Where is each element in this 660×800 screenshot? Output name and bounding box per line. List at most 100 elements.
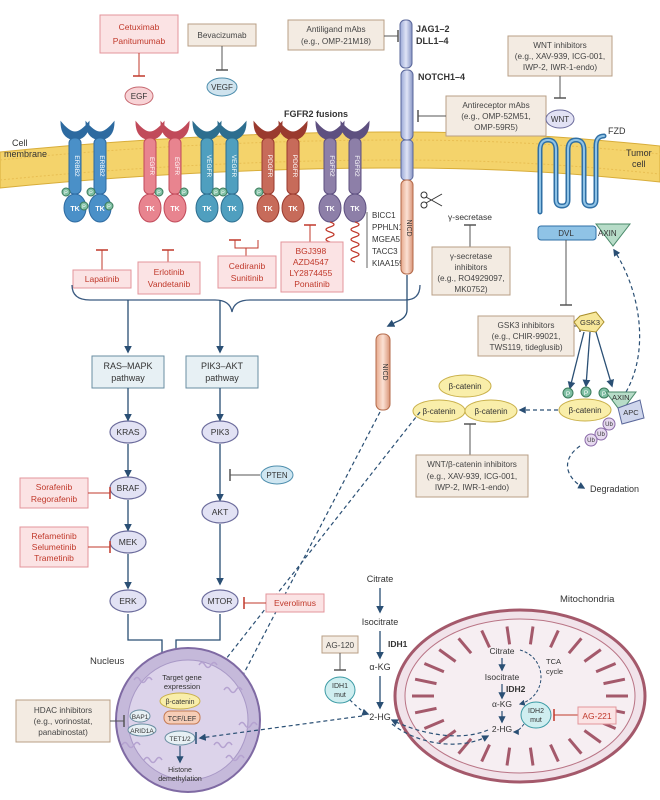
- mitochondria-label: Mitochondria: [560, 594, 615, 605]
- dvl-protein: DVL: [537, 225, 597, 241]
- svg-text:NICD: NICD: [381, 363, 388, 380]
- gsk3-inhibitor-box: GSK3 inhibitors(e.g., CHIR-99021,TWS119,…: [477, 315, 575, 357]
- hdac-inhibitor-box: HDAC inhibitors(e.g., vorinostat,panabin…: [15, 699, 111, 743]
- citrate-mito-label: Citrate: [489, 646, 514, 656]
- svg-text:Lapatinib: Lapatinib: [85, 274, 120, 284]
- scissors-icon: [420, 191, 443, 209]
- svg-text:NICD: NICD: [405, 219, 412, 236]
- svg-text:BAP1: BAP1: [132, 714, 149, 721]
- receptor-label: VEGFR: [205, 155, 212, 178]
- vegf-ligand: VEGF: [206, 77, 238, 97]
- tk-domain-label: TK: [95, 206, 104, 213]
- jag-label: JAG1–2: [416, 24, 450, 34]
- beta-catenin-trimer: β-catenin β-catenin β-catenin: [412, 374, 518, 423]
- pik3-node: PIK3: [201, 420, 239, 444]
- svg-text:AXIN: AXIN: [612, 393, 630, 402]
- svg-text:ARID1A: ARID1A: [130, 728, 154, 735]
- receptor-label: ERBB2: [98, 155, 105, 177]
- svg-text:P: P: [257, 191, 261, 197]
- phospho-markers: P P P: [562, 386, 610, 399]
- receptor-egfr-1: EGFR TK P: [135, 120, 165, 223]
- akt-node: AKT: [201, 500, 239, 524]
- beta-catenin-nuclear: β-catenin: [159, 692, 201, 710]
- fusion-coil: [350, 221, 360, 263]
- receptor-label: PDGFR: [266, 155, 273, 178]
- bevacizumab-drug-box: Bevacizumab: [187, 23, 257, 47]
- beta-catenin-degradation: β-catenin: [558, 398, 612, 422]
- fzd-receptor: [537, 133, 607, 215]
- svg-text:GSK3: GSK3: [580, 318, 600, 327]
- svg-text:Everolimus: Everolimus: [274, 598, 316, 608]
- svg-text:P: P: [82, 205, 86, 211]
- svg-text:EGF: EGF: [131, 92, 148, 101]
- lapatinib-drug-box: Lapatinib: [72, 269, 132, 289]
- receptor-egfr-2: EGFR TK P: [160, 120, 190, 223]
- tk-domain-label: TK: [325, 206, 334, 213]
- tumor-cell-label: Tumor cell: [626, 148, 654, 169]
- receptor-label: EGFR: [173, 157, 180, 175]
- tk-domain-label: TK: [350, 206, 359, 213]
- svg-text:DVL: DVL: [558, 229, 574, 238]
- receptor-brace: [71, 284, 421, 313]
- svg-text:P: P: [64, 191, 68, 197]
- svg-text:P: P: [89, 191, 93, 197]
- everolimus-drug-box: Everolimus: [265, 593, 325, 613]
- tk-domain-label: TK: [170, 206, 179, 213]
- jag-dll-ligand: [399, 19, 413, 69]
- wnt-beta-catenin-inhibitor-box: WNT/β-catenin inhibitors(e.g., XAV-939, …: [415, 454, 529, 498]
- svg-text:KRAS: KRAS: [116, 427, 139, 437]
- braf-node: BRAF: [109, 476, 147, 500]
- egf-ligand: EGF: [124, 86, 154, 106]
- ubiquitin-chain: Ub Ub Ub: [584, 417, 616, 447]
- mek-node: MEK: [109, 530, 147, 554]
- svg-text:β-catenin: β-catenin: [448, 382, 481, 391]
- gsk3-protein: GSK3: [573, 311, 605, 333]
- fzd-label: FZD: [608, 126, 626, 136]
- wnt-ligand: WNT: [545, 109, 575, 129]
- tk-domain-label: TK: [202, 206, 211, 213]
- pten-protein: PTEN: [260, 465, 294, 485]
- svg-text:VEGF: VEGF: [211, 83, 233, 92]
- kras-node: KRAS: [109, 420, 147, 444]
- tk-domain-label: TK: [145, 206, 154, 213]
- tcf-lef-factor: TCF/LEF: [163, 710, 201, 725]
- notch-receptor: [400, 69, 414, 181]
- svg-text:Ub: Ub: [597, 432, 605, 438]
- svg-text:β-catenin: β-catenin: [166, 699, 195, 706]
- svg-text:WNT/β-catenin inhibitors(e.g.,: WNT/β-catenin inhibitors(e.g., XAV-939, …: [427, 460, 517, 492]
- mitochondria: [393, 608, 647, 784]
- tet2-protein: TET1/2: [164, 730, 196, 746]
- idh2-label: IDH2: [506, 684, 526, 694]
- akg-mito-label: α-KG: [492, 699, 512, 709]
- dll-label: DLL1–4: [416, 36, 449, 46]
- svg-text:AG-221: AG-221: [582, 711, 612, 721]
- svg-text:Antiligand mAbs(e.g., OMP-21M1: Antiligand mAbs(e.g., OMP-21M18): [301, 25, 371, 46]
- nucleus-label: Nucleus: [90, 656, 125, 667]
- svg-text:MEK: MEK: [119, 537, 138, 547]
- svg-text:P: P: [107, 205, 111, 211]
- gamma-secretase-label: γ-secretase: [448, 212, 492, 222]
- cell-membrane-label: Cell membrane: [4, 138, 47, 159]
- fusion-partner-list: BICC1 PPHLN1 MGEA5 TACC3 KIAA1598: [366, 211, 409, 268]
- akg-cyto-label: α-KG: [369, 662, 390, 672]
- svg-text:P: P: [221, 191, 225, 197]
- receptor-label: ERBB2: [73, 155, 80, 177]
- 2hg-cyto-label: 2-HG: [369, 712, 391, 722]
- receptor-label: FGFR2: [353, 155, 360, 177]
- receptor-label: EGFR: [148, 157, 155, 175]
- svg-text:TCF/LEF: TCF/LEF: [168, 716, 196, 723]
- bgj398-drug-box: BGJ398 AZD4547 LY2874455 Ponatinib: [280, 241, 344, 293]
- svg-text:P: P: [157, 191, 161, 197]
